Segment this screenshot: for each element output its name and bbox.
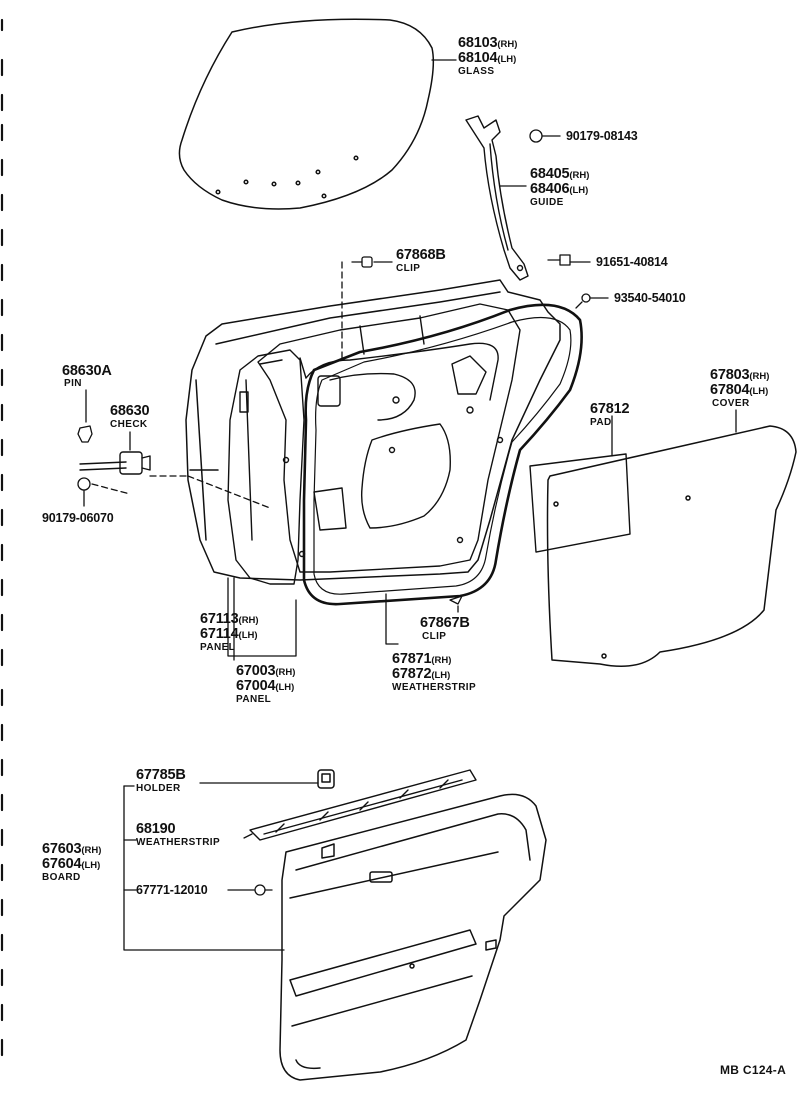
guide-name: GUIDE xyxy=(530,197,564,208)
outer-panel-part-number: 67113(RH) 67114(LH) xyxy=(200,611,259,642)
holder-part-number: 67785B xyxy=(136,767,186,783)
glass-part-number: 68103(RH) 68104(LH) xyxy=(458,35,518,66)
holder-67785b-icon xyxy=(317,769,335,789)
nut-06070-icon xyxy=(77,477,91,491)
belt-weatherstrip-name: WEATHERSTRIP xyxy=(136,837,221,848)
door-inner-frame xyxy=(257,303,521,573)
trim-clip-icon xyxy=(254,884,273,896)
door-trim-board xyxy=(279,793,547,1081)
clip-67868b-icon xyxy=(351,256,373,268)
check-name: CHECK xyxy=(110,419,148,430)
pin-name: PIN xyxy=(64,378,82,389)
check-part-number: 68630 xyxy=(110,403,150,419)
pin-part-number: 68630A xyxy=(62,363,112,379)
nut-08143-icon xyxy=(529,129,543,143)
door-panel-name: PANEL xyxy=(236,694,272,705)
guide-part xyxy=(465,115,529,281)
cover-part-number: 67803(RH) 67804(LH) xyxy=(710,367,770,398)
guide-part-number: 68405(RH) 68406(LH) xyxy=(530,166,590,197)
board-name: BOARD xyxy=(42,872,81,883)
door-weatherstrip xyxy=(302,303,583,606)
holder-name: HOLDER xyxy=(136,783,181,794)
pad-name: PAD xyxy=(590,417,612,428)
cover-name: COVER xyxy=(712,398,750,409)
nut-90179-08143-number: 90179-08143 xyxy=(566,129,638,143)
glass-part xyxy=(178,18,435,210)
bolt-91651-40814-number: 91651-40814 xyxy=(596,255,668,269)
pad-part xyxy=(529,453,631,553)
pad-part-number: 67812 xyxy=(590,401,630,417)
nut-90179-06070-number: 90179-06070 xyxy=(42,511,114,525)
screw-93540-54010-number: 93540-54010 xyxy=(614,291,686,305)
bolt-40814-icon xyxy=(547,254,571,266)
glass-name: GLASS xyxy=(458,66,495,77)
pin-68630a-icon xyxy=(77,425,93,443)
belt-weatherstrip-part xyxy=(249,769,477,841)
figure-reference: MB C124-A xyxy=(720,1063,787,1077)
weatherstrip-door-part-number: 67871(RH) 67872(LH) xyxy=(392,651,452,682)
trim-clip-part-number: 67771-12010 xyxy=(136,883,208,897)
clip-67868b-number: 67868B xyxy=(396,247,446,263)
door-panel-part-number: 67003(RH) 67004(LH) xyxy=(236,663,296,694)
clip-67867b-icon xyxy=(449,595,463,605)
clip-67867b-number: 67867B xyxy=(420,615,470,631)
clip-67867b-name: CLIP xyxy=(422,631,447,642)
belt-weatherstrip-part-number: 68190 xyxy=(136,821,176,837)
door-panel-67113 xyxy=(227,349,305,585)
door-check-icon xyxy=(79,451,151,475)
screw-54010-icon xyxy=(575,293,591,309)
weatherstrip-door-name: WEATHERSTRIP xyxy=(392,682,477,693)
board-part-number: 67603(RH) 67604(LH) xyxy=(42,841,102,872)
door-outer-panel xyxy=(185,279,561,581)
clip-67868b-name: CLIP xyxy=(396,263,421,274)
outer-panel-name: PANEL xyxy=(200,642,236,653)
cover-part xyxy=(546,425,797,667)
